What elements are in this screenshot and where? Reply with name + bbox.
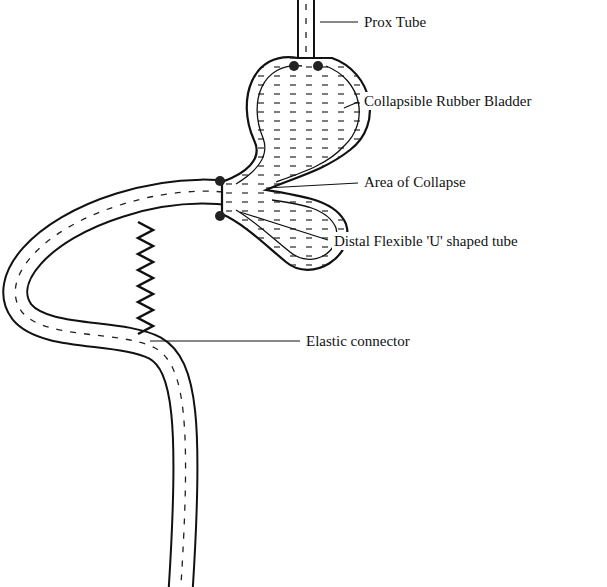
part-label: Collapsible Rubber Bladder (362, 92, 533, 110)
leader-line (344, 102, 358, 108)
part-label: Prox Tube (362, 13, 428, 31)
leader-line (240, 212, 328, 240)
part-label: Area of Collapse (362, 173, 468, 191)
leader-line (266, 183, 358, 188)
leader-line (150, 340, 300, 341)
fluid-dashes (15, 191, 250, 587)
clamp (215, 176, 225, 186)
bladder-inner-wall (236, 66, 359, 260)
elastic-connector (138, 222, 153, 334)
clamp (289, 61, 299, 71)
leader-line (320, 21, 358, 22)
clamp (313, 61, 323, 71)
distal-tube (15, 192, 262, 587)
clamp (215, 211, 225, 221)
distal-tube-lumen (15, 192, 262, 587)
part-label: Distal Flexible 'U' shaped tube (332, 232, 520, 250)
part-label: Elastic connector (304, 332, 412, 350)
